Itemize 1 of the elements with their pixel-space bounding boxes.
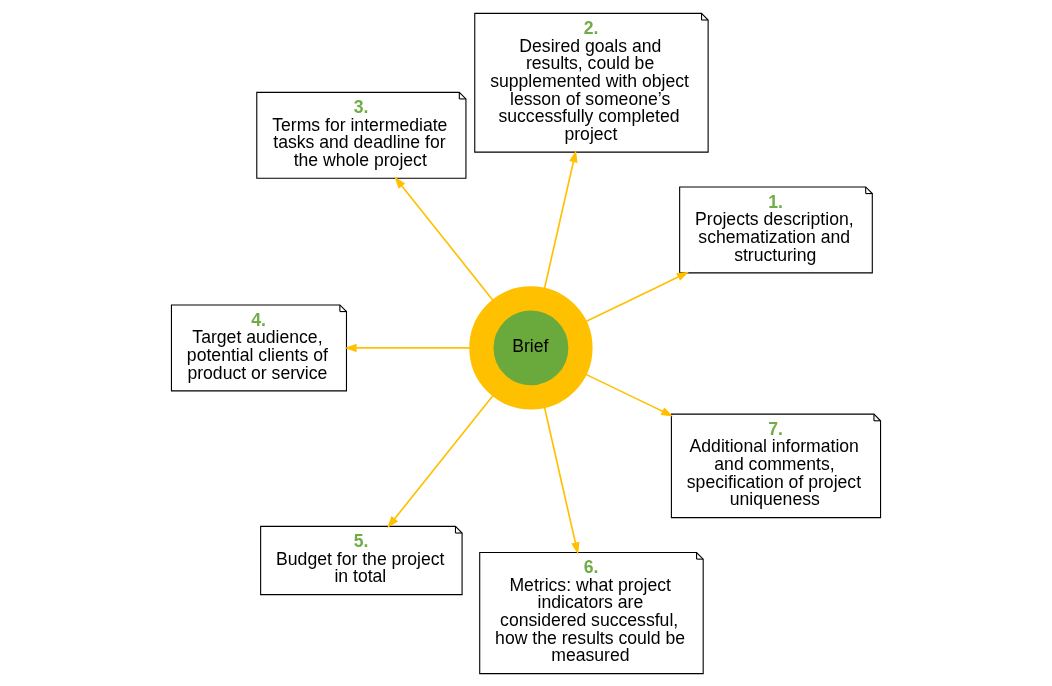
node-circle: Brief	[469, 285, 593, 410]
